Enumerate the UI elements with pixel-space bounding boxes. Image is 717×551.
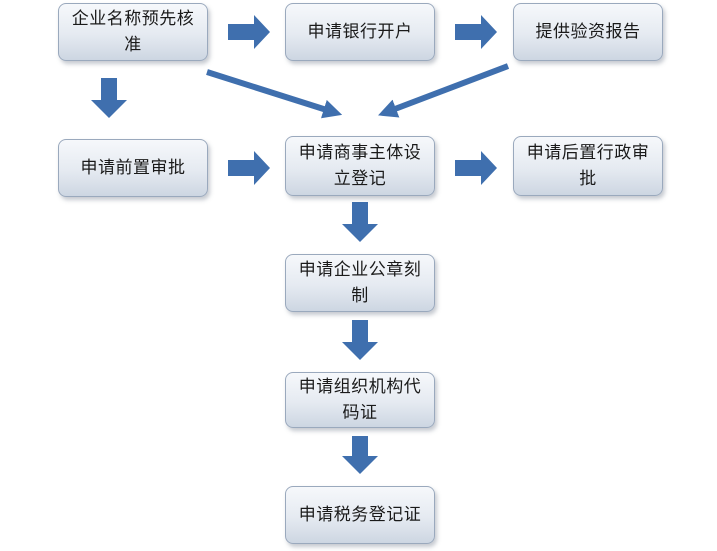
- node-tax-registration: 申请税务登记证: [285, 486, 435, 544]
- node-bank-account: 申请银行开户: [285, 3, 435, 61]
- arrow-name-to-preapproval: [91, 78, 127, 118]
- arrow-seal-to-orgcode: [342, 320, 378, 360]
- arrow-name-to-registration: [206, 69, 343, 119]
- node-business-registration: 申请商事主体设立登记: [285, 136, 435, 196]
- arrow-capital-to-registration: [378, 63, 510, 118]
- arrow-orgcode-to-tax: [342, 436, 378, 474]
- node-seal-engraving: 申请企业公章刻制: [285, 254, 435, 312]
- node-pre-approval: 申请前置审批: [58, 139, 208, 197]
- arrow-registration-to-seal: [342, 202, 378, 242]
- arrow-registration-to-postapproval: [455, 151, 497, 185]
- arrow-bank-to-capital: [455, 15, 497, 49]
- node-post-approval: 申请后置行政审批: [513, 136, 663, 196]
- node-capital-report: 提供验资报告: [513, 3, 663, 61]
- node-org-code: 申请组织机构代码证: [285, 372, 435, 428]
- node-name-preapproval: 企业名称预先核准: [58, 3, 208, 61]
- arrow-name-to-bank: [228, 15, 270, 49]
- arrow-preapproval-to-registration: [228, 151, 270, 185]
